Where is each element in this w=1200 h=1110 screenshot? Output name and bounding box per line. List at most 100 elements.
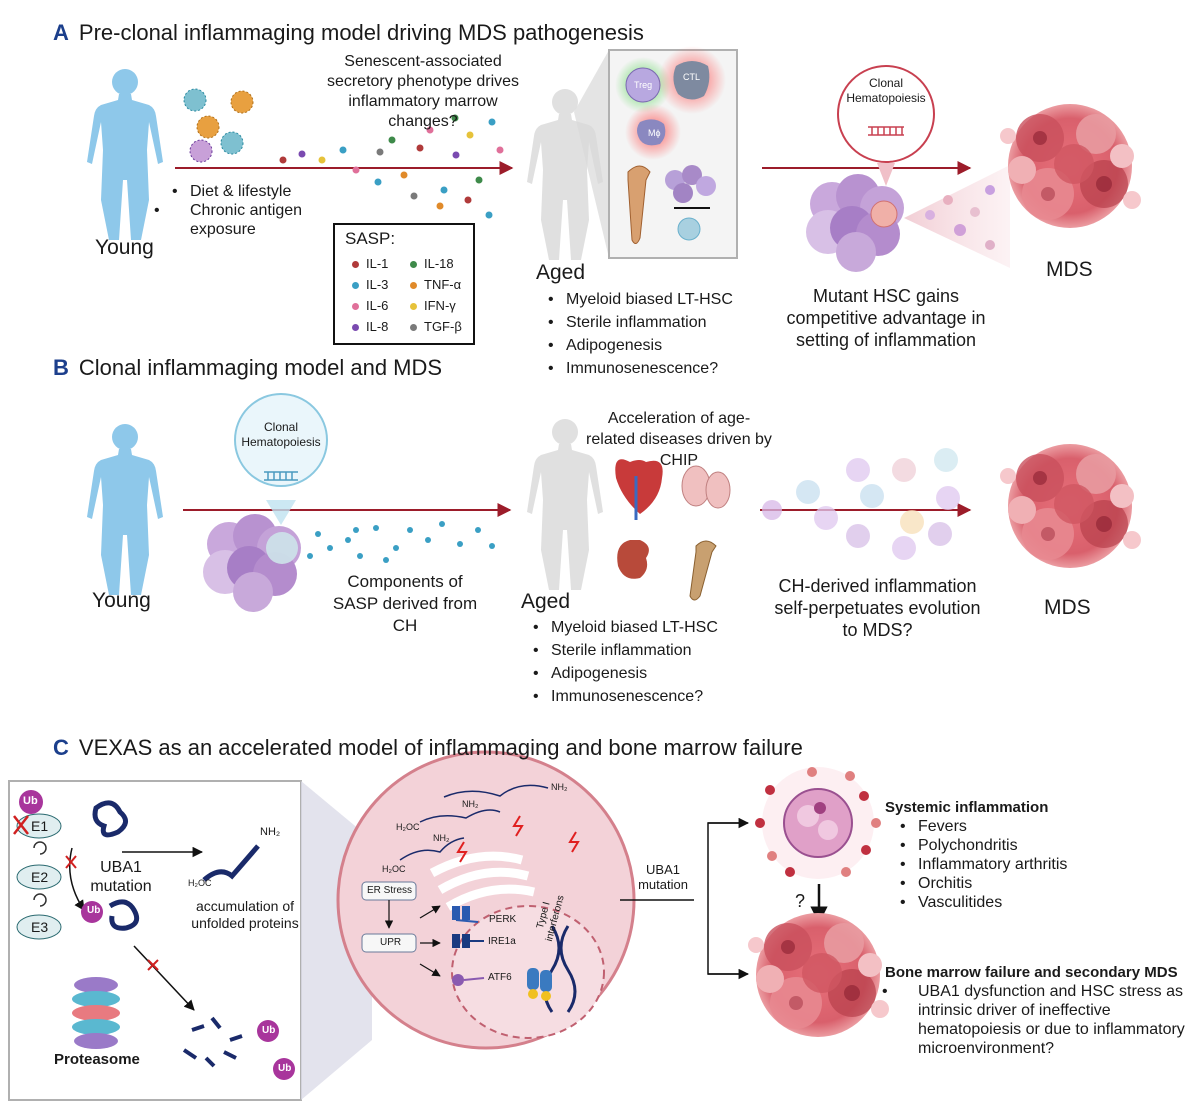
ire1a-label: IRE1a [488,936,516,947]
factor-item: Diet & lifestyle [172,182,322,201]
systemic-list: Fevers Polychondritis Inflammatory arthr… [900,817,1067,912]
cytokine-dots-b [307,521,495,563]
sasp-item-il6: IL-6 [352,298,388,313]
folded-protein [92,800,128,838]
sasp-item-label: IFN-γ [424,298,456,313]
sasp-item-il1: IL-1 [352,256,388,271]
ifn-dot [410,303,417,311]
virus-cluster-a [183,88,254,163]
question-mark: ? [795,891,806,911]
tgf-dot [410,324,417,332]
h2oc-label-2: H₂OC [396,822,420,832]
ub-label-2: Ub [87,905,101,916]
mds-blob-c [748,913,889,1037]
aged-label-b: Aged [521,590,571,613]
nh2-label-1: NH₂ [260,826,281,838]
accumulation-text: accumulation of unfolded proteins [191,898,299,931]
mutant-hsc-text: Mutant HSC gains competitive advantage i… [786,286,986,350]
zoom-cone-a [574,50,609,258]
kidney-icon [617,540,649,579]
systemic-item: Polychondritis [900,836,1067,855]
lung-icon [681,465,731,509]
young-figure-b [87,424,163,595]
ub-icon-2 [81,901,103,923]
upr-label: UPR [380,937,402,948]
factor-list-a: Diet & lifestyle Chronic antigen exposur… [172,182,322,239]
atf6-label: ATF6 [488,972,512,983]
sasp-item-il8: IL-8 [352,319,388,334]
sasp-item-il18: IL-18 [410,256,454,271]
systemic-item: Inflammatory arthritis [900,855,1067,874]
aged-features-b: Myeloid biased LT-HSC Sterile inflammati… [533,616,718,708]
panel-a-title: Pre-clonal inflammaging model driving MD… [78,20,644,45]
ctl-label: CTL [683,72,701,82]
sasp-item-label: IL-18 [424,256,454,271]
panel-a-art [87,46,1141,345]
ub-label-4: Ub [278,1063,292,1074]
clonal-label-a: Clonal Hematopoiesis [846,76,926,105]
h2oc-label-1: H₂OC [188,878,212,888]
ub-icon-3 [257,1020,279,1042]
mds-blob-b [1000,444,1141,568]
nh2-label-3: NH₂ [462,799,479,809]
inflammatory-cell-c [755,767,881,879]
sasp-item-label: TNF-α [424,277,462,292]
aged-feature-item: Myeloid biased LT-HSC [548,288,733,311]
sasp-item-il3: IL-3 [352,277,388,292]
e2-enzyme [16,864,62,890]
e1-label: E1 [31,818,49,834]
aged-feature-item: Adipogenesis [548,334,733,357]
aged-feature-item: Sterile inflammation [548,311,733,334]
sasp-item-label: IL-3 [366,277,389,292]
panel-b-art [87,393,1141,612]
nh2-label-4: NH₂ [433,833,450,843]
sasp-item-label: TGF-β [424,319,462,334]
aged-feature-item: Immunosenescence? [533,685,718,708]
perk-receptor [452,906,479,923]
aged-feature-item: Myeloid biased LT-HSC [533,616,718,639]
bone-icon-b [689,540,717,601]
nh2-label-2: NH₂ [551,782,568,792]
sasp-box-title: SASP: [345,229,396,248]
panel-c-art [8,750,889,1101]
bmf-item: UBA1 dysfunction and HSC stress as intri… [900,982,1200,1058]
tnf-dot [410,282,417,290]
il8-dot [352,324,359,332]
acceleration-text: Acceleration of age-related diseases dri… [586,410,772,469]
inflammatory-cells-b [762,448,960,560]
il18-dot [410,261,417,269]
mds-label-a: MDS [1046,258,1093,281]
heart-icon [615,459,663,514]
atf6-receptor [452,974,485,986]
aged-features-a: Myeloid biased LT-HSC Sterile inflammati… [548,288,733,380]
bmf-title: Bone marrow failure and secondary MDS [885,964,1178,981]
mds-label-b: MDS [1044,596,1091,619]
treg-label: Treg [634,80,653,90]
er-stress-label: ER Stress [367,885,413,896]
sasp-item-label: IL-8 [366,319,389,334]
sasp-item-tnf: TNF-α [410,277,461,292]
protein-fragments [182,1016,243,1068]
systemic-item: Vasculitides [900,893,1067,912]
aged-label-a: Aged [536,261,586,284]
proteasome-icon [72,977,120,1049]
bmf-list: UBA1 dysfunction and HSC stress as intri… [900,982,1200,1058]
il6-dot [352,303,359,311]
uba1-mutation-label: UBA1 mutation [90,859,152,895]
aged-feature-item: Adipogenesis [533,662,718,685]
ub-icon-1 [19,790,43,814]
young-label-b: Young [92,589,151,612]
systemic-title: Systemic inflammation [885,799,1049,816]
ch-inflammation-text: CH-derived inflammation self-perpetuates… [774,576,981,640]
panel-c-letter: C [53,735,69,760]
il1-dot [352,261,359,269]
macrophage-label: Mϕ [648,128,661,138]
mds-blob-a [1000,104,1141,228]
ub-label-3: Ub [262,1025,276,1036]
aged-feature-item: Sterile inflammation [533,639,718,662]
